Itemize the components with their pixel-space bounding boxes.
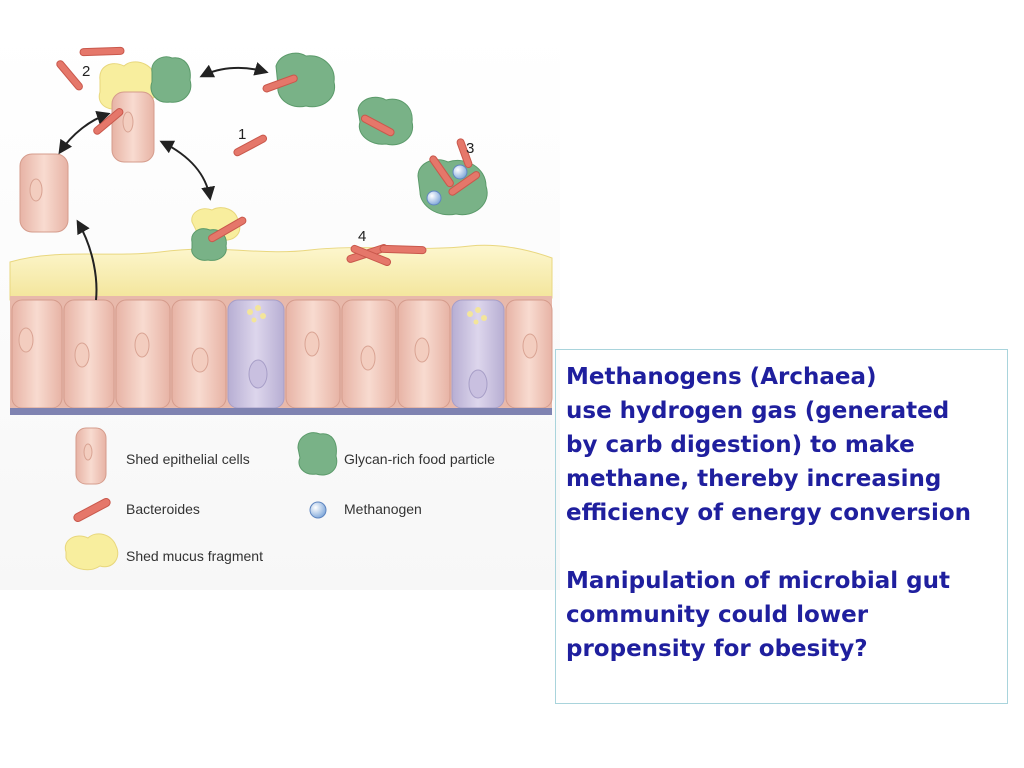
bacteroides (360, 114, 395, 137)
epithelium (10, 296, 553, 409)
methanogen (452, 164, 468, 180)
text-line: community could lower (566, 602, 869, 628)
gut-microbiota-diagram: 1 2 3 4 Shed epithelial cells Bacteroide… (0, 0, 560, 600)
bacteroides (79, 46, 125, 57)
arrow (159, 140, 216, 201)
legend-label-bacteroides: Bacteroides (126, 501, 200, 517)
legend-label-shed-epithelial-cells: Shed epithelial cells (126, 451, 250, 467)
arrow (199, 62, 269, 78)
legend-label-glycan-food-particle: Glycan-rich food particle (344, 451, 495, 467)
legend-mucus-icon (64, 533, 119, 571)
legend-food-particle-icon (297, 432, 338, 476)
epithelial-cell (505, 299, 553, 409)
glycan-food-particle (275, 52, 336, 108)
step-label-2: 2 (82, 63, 90, 80)
arrows (58, 62, 269, 301)
epithelial-cell (285, 299, 341, 409)
shed-epithelial-cell (111, 91, 155, 163)
text-line: propensity for obesity? (566, 636, 868, 662)
step-label-3: 3 (466, 140, 474, 157)
text-line: efficiency of energy conversion (566, 500, 972, 526)
step-label-1: 1 (238, 126, 246, 143)
step-label-4: 4 (358, 228, 366, 245)
epithelial-cell (341, 299, 397, 409)
legend-label-shed-mucus-fragment: Shed mucus fragment (126, 548, 263, 564)
legend-symbols (64, 427, 338, 571)
bacteroides (208, 216, 247, 243)
epithelial-cell (11, 299, 63, 409)
epithelial-cell (171, 299, 227, 409)
methanogen (426, 190, 442, 206)
shed-epithelial-cell (19, 153, 69, 233)
legend-bacteroides-icon (73, 497, 111, 523)
paragraph-spacer (566, 530, 1007, 564)
arrow (76, 219, 98, 301)
diagram-svg: 1 2 3 4 (0, 30, 560, 590)
bacteroides (350, 244, 392, 267)
text-line: methane, thereby increasing (566, 466, 942, 492)
bacteroides (379, 244, 427, 255)
bacteroides (456, 138, 473, 168)
bacteroides (233, 134, 268, 157)
epithelial-cell (63, 299, 115, 409)
text-line: Manipulation of microbial gut (566, 568, 951, 594)
bacteroides (429, 155, 454, 188)
explanation-text-box: Methanogens (Archaea) use hydrogen gas (… (555, 349, 1008, 704)
arrow (58, 110, 111, 155)
bacteroides (448, 171, 481, 196)
legend-methanogen-icon (309, 501, 327, 519)
basement-membrane (10, 408, 552, 415)
epithelial-cell (397, 299, 451, 409)
glycan-food-particle (150, 56, 192, 103)
bacteroides-group (56, 46, 481, 267)
text-line: Methanogens (Archaea) (566, 364, 877, 390)
text-line: use hydrogen gas (generated (566, 398, 950, 424)
text-line: by carb digestion) to make (566, 432, 915, 458)
legend-epithelial-cell-icon (75, 427, 107, 485)
mucus-layer (9, 244, 553, 301)
legend-label-methanogen: Methanogen (344, 501, 422, 517)
epithelial-cell (115, 299, 171, 409)
goblet-cell (227, 299, 285, 409)
goblet-cell (451, 299, 505, 409)
glycan-food-particle (357, 96, 414, 146)
bacteroides (262, 74, 298, 93)
bacteroides (56, 60, 83, 91)
